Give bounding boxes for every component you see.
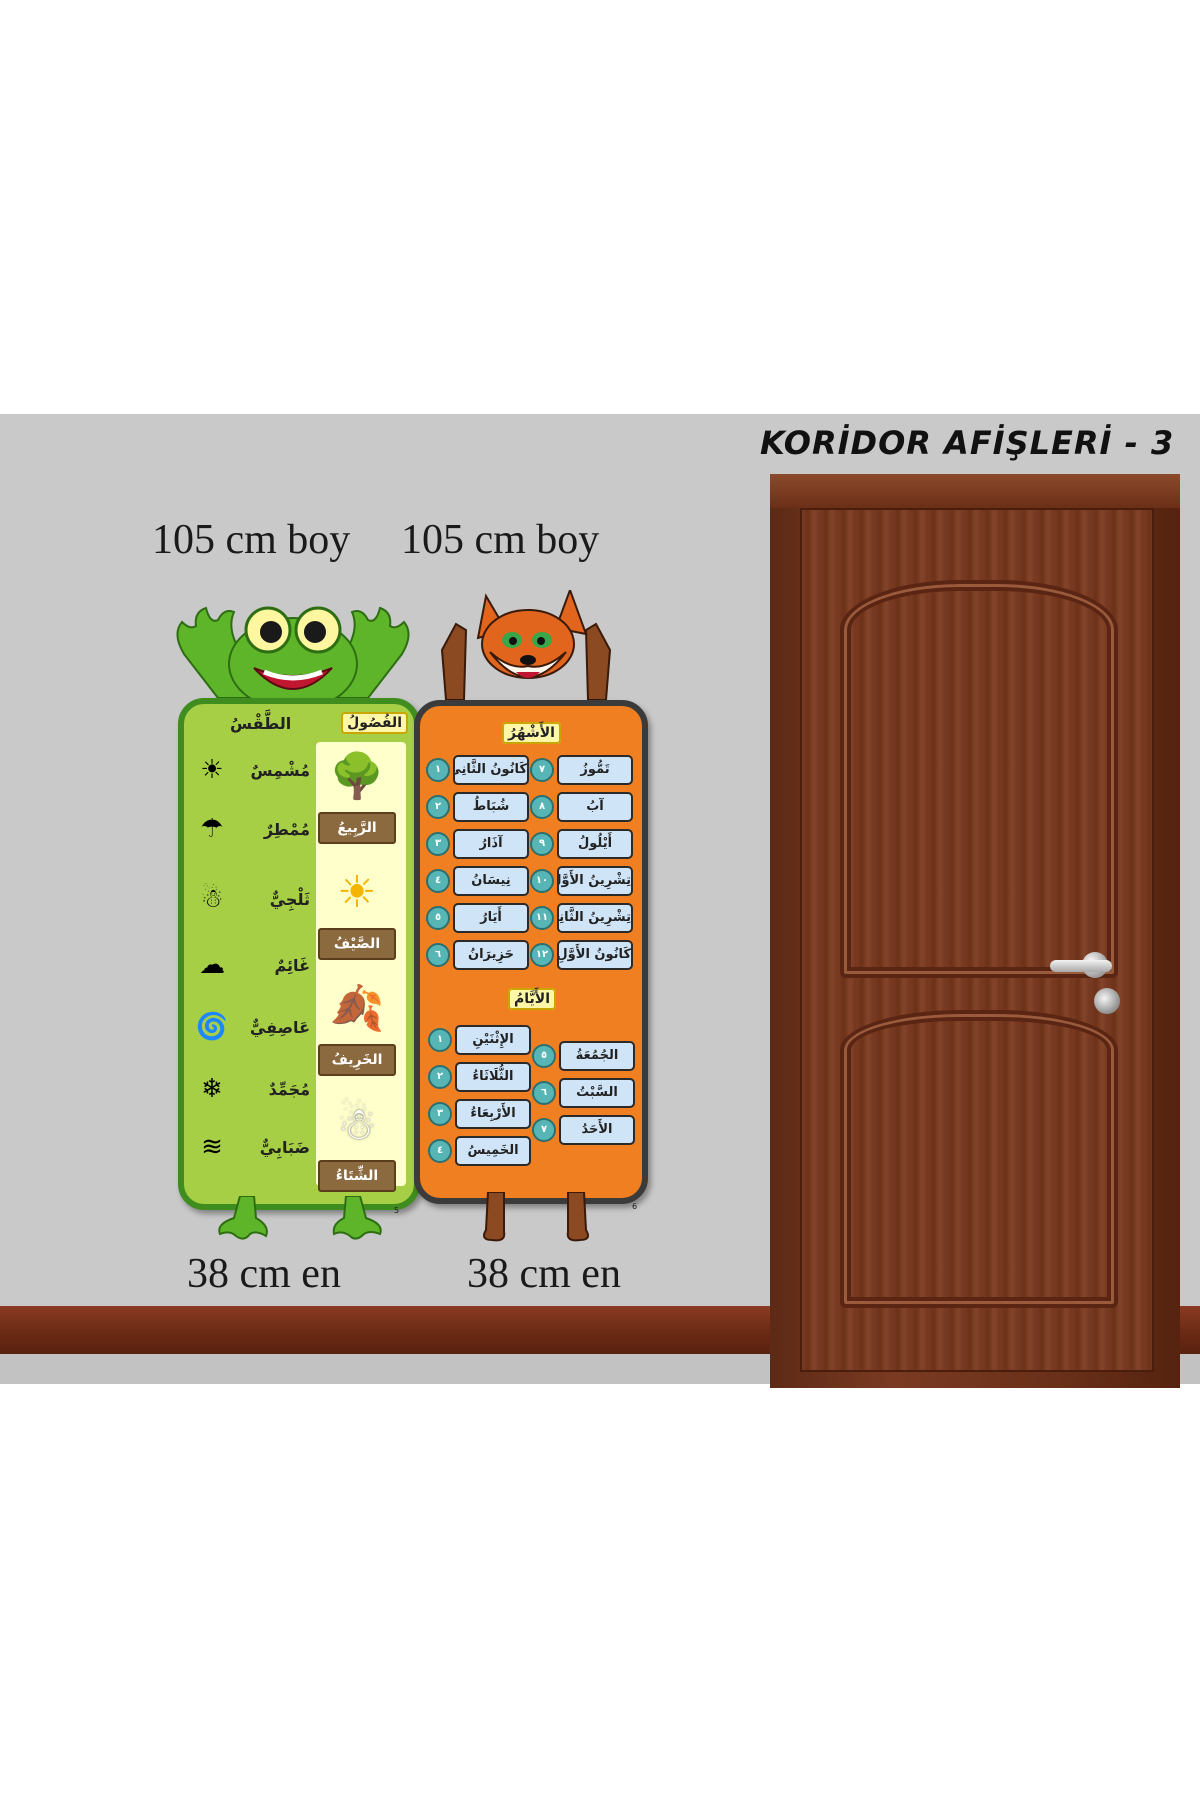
door-panel-bottom xyxy=(840,1010,1118,1308)
season-autumn: 🍂 الخَرِيفُ xyxy=(316,974,398,1090)
frog-poster: الطَّقْسُ الفُصُولُ ☀مُشْمِسٌ ☂مُمْطِرٌ … xyxy=(178,698,420,1210)
door-handle[interactable] xyxy=(1050,960,1112,972)
door-panel-top xyxy=(840,580,1118,978)
days-header: الأَيَّامُ xyxy=(508,988,556,1010)
fox-feet xyxy=(483,1192,589,1242)
fox-height-label: 105 cm boy xyxy=(401,517,600,563)
weather-row: ❄مُجَمِّدٌ xyxy=(192,1058,310,1120)
weather-header: الطَّقْسُ xyxy=(230,713,292,733)
snowflake-icon: ❄ xyxy=(201,1074,223,1104)
snowman-icon: ☃ xyxy=(200,884,224,914)
season-winter: ☃ الشِّتَاءُ xyxy=(316,1090,398,1206)
fox-mascot-top xyxy=(440,590,612,701)
green-tree-icon: 🌳 xyxy=(329,751,385,802)
snowman-icon: ☃ xyxy=(337,1099,377,1150)
weather-row: ☁غَائِمٌ xyxy=(192,934,310,996)
cloud-icon: ☁ xyxy=(199,950,225,980)
sun-icon: ☀ xyxy=(200,755,224,785)
frog-width-label: 38 cm en xyxy=(187,1251,341,1297)
frog-page-number: 5 xyxy=(394,1206,400,1215)
frog-mascot-top xyxy=(176,606,410,711)
autumn-tree-icon: 🍂 xyxy=(329,983,385,1034)
weather-list: ☀مُشْمِسٌ ☂مُمْطِرٌ ☃ثَلْجِيٌّ ☁غَائِمٌ … xyxy=(192,746,310,1174)
frog-feet xyxy=(218,1196,382,1240)
weather-row: ☀مُشْمِسٌ xyxy=(192,746,310,794)
weather-row: 🌀عَاصِفِيٌّ xyxy=(192,996,310,1058)
weather-row: ☃ثَلْجِيٌّ xyxy=(192,864,310,934)
rain-umbrella-icon: ☂ xyxy=(200,814,224,844)
weather-row: ≋ضَبَابِيٌّ xyxy=(192,1120,310,1174)
months-header: الأَشْهُرُ xyxy=(502,722,561,744)
seasons-header: الفُصُولُ xyxy=(341,712,408,734)
seasons-list: 🌳 الرَّبِيعُ ☀ الصَّيْفُ 🍂 الخَرِيفُ ☃ ا… xyxy=(316,742,406,1192)
frog-height-label: 105 cm boy xyxy=(152,517,351,563)
fox-page-number: 6 xyxy=(632,1202,638,1211)
door[interactable] xyxy=(800,508,1154,1372)
month-item: ١١تِشْرِينُ الثَّانِي xyxy=(530,903,633,933)
sun-face-icon: ☀ xyxy=(337,867,377,918)
fox-width-label: 38 cm en xyxy=(467,1251,621,1297)
season-summer: ☀ الصَّيْفُ xyxy=(316,858,398,974)
season-spring: 🌳 الرَّبِيعُ xyxy=(316,742,398,858)
door-frame-top xyxy=(770,474,1180,508)
door-lock-icon[interactable] xyxy=(1094,988,1120,1014)
weather-row: ☂مُمْطِرٌ xyxy=(192,794,310,864)
storm-icon: 🌀 xyxy=(195,1012,229,1042)
page-title: KORİDOR AFİŞLERİ - 3 xyxy=(760,424,1175,462)
fog-icon: ≋ xyxy=(201,1132,223,1162)
